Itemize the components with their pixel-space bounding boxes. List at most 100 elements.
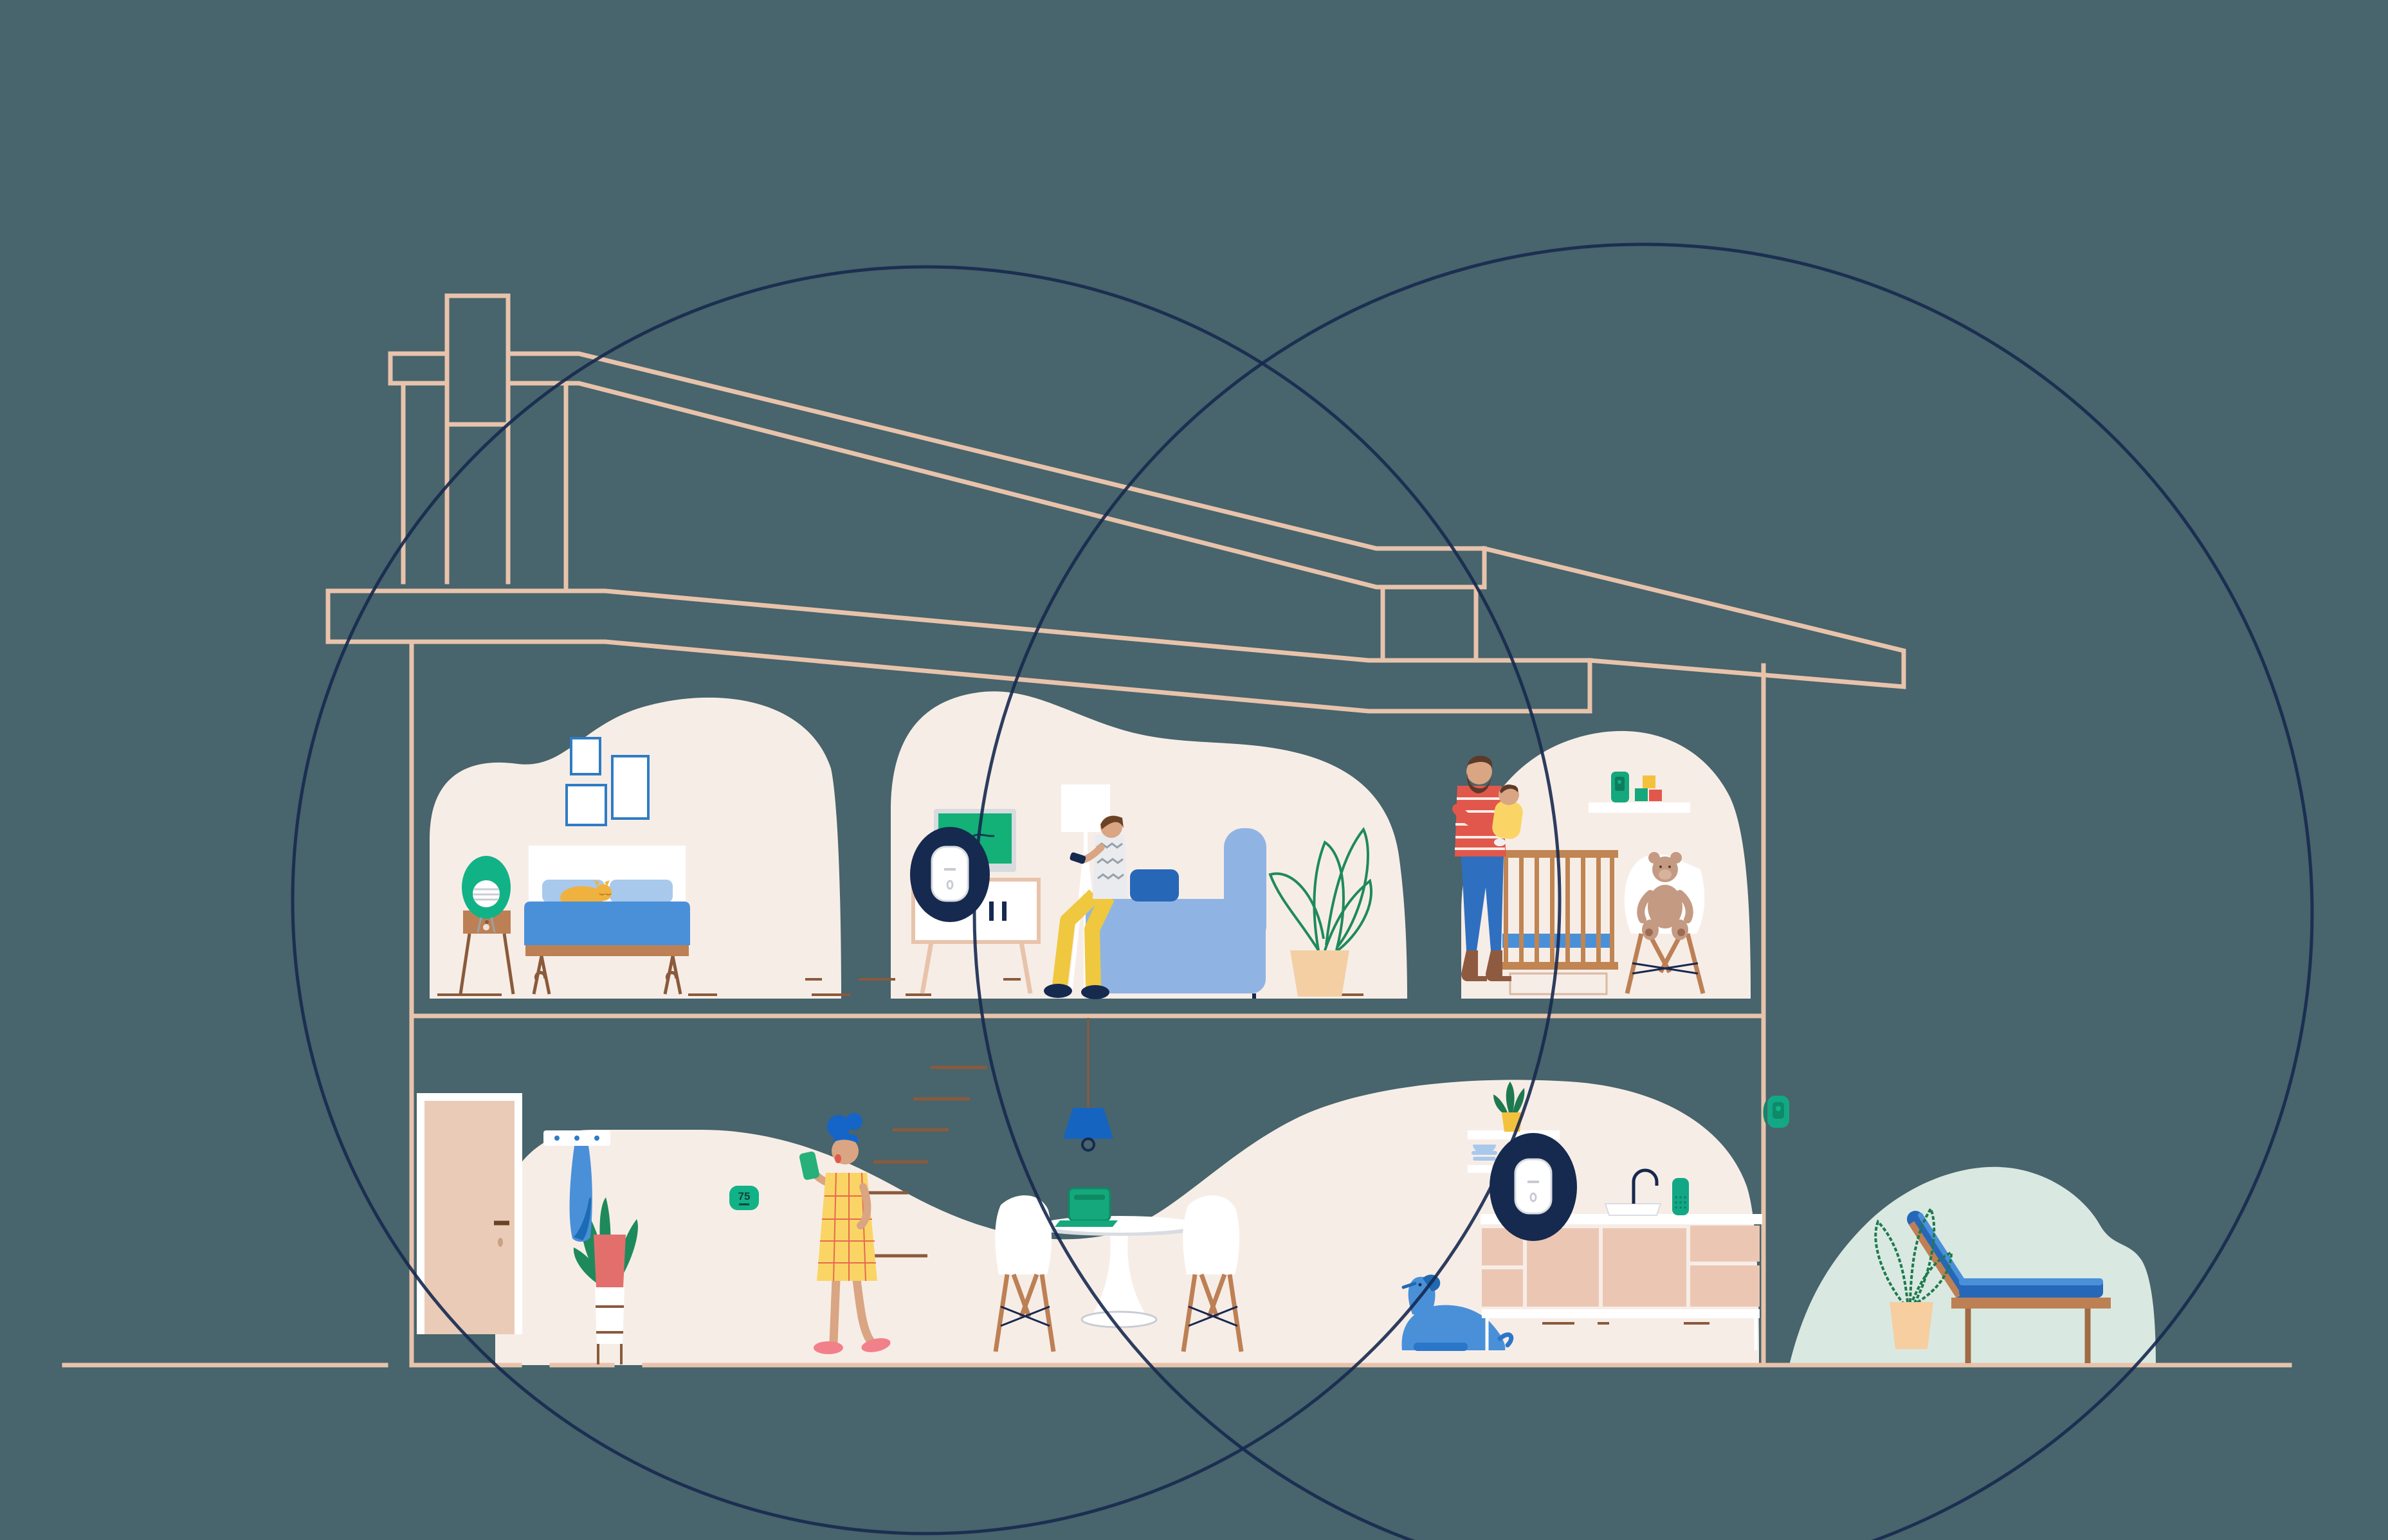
nursery-shelf <box>1589 772 1690 813</box>
picture-frames <box>565 737 650 826</box>
dining-table <box>1043 1187 1195 1328</box>
woman-shoe <box>814 1341 843 1354</box>
toy-block-red <box>1649 790 1662 801</box>
woman-dress <box>817 1173 877 1281</box>
house-structure <box>62 293 2292 1368</box>
patio-plant <box>1874 1206 1953 1349</box>
dining-chair <box>1181 1195 1244 1352</box>
pendant-shade <box>1063 1108 1113 1139</box>
woman-hair-bun <box>827 1115 850 1138</box>
living-room <box>805 784 1372 999</box>
sofa <box>1086 828 1266 999</box>
mesh-router-icon <box>1514 1158 1553 1215</box>
father-jeans <box>1461 855 1504 950</box>
baby-hair <box>1500 784 1518 793</box>
remote-control <box>1070 852 1086 864</box>
cabinet-doors <box>1482 1226 1760 1307</box>
woman-mouth <box>835 1154 841 1163</box>
man-shoe <box>1044 984 1072 998</box>
baby-body <box>1492 801 1523 839</box>
smart-speaker-icon <box>462 856 511 933</box>
lounge-frame <box>1951 1298 2111 1309</box>
picture-frame <box>611 755 650 820</box>
front-door <box>417 1093 522 1334</box>
outdoor-bush-blob <box>1789 1166 2156 1365</box>
man-with-remote <box>1044 815 1128 999</box>
crib <box>1499 850 1618 995</box>
right-roof-slab <box>506 351 1487 593</box>
bed-blanket <box>524 901 690 945</box>
father-head <box>1466 759 1492 784</box>
outdoor-patio <box>1763 1096 2111 1363</box>
picture-frame <box>565 784 607 826</box>
coat-rack <box>543 1130 610 1242</box>
man-shoe <box>1081 985 1109 999</box>
toy-block-green <box>1635 788 1648 801</box>
mesh-router-living <box>910 827 990 922</box>
bed-legs <box>532 956 682 995</box>
shelf-board <box>1589 802 1690 813</box>
dog-tail <box>1497 1332 1514 1348</box>
stair-dashes <box>862 1065 987 1258</box>
dog-muzzle <box>1401 1282 1417 1289</box>
father-boot <box>1486 950 1511 981</box>
toy-block-yellow <box>1643 775 1655 788</box>
coverage-circle-right <box>972 242 2314 1540</box>
father-holding-baby <box>1452 756 1523 981</box>
kitchen-shelf <box>1468 1165 1492 1173</box>
teddy-bear <box>1637 852 1693 940</box>
upper-ceiling-beam <box>325 588 1592 714</box>
woman-hair-bun <box>846 1113 862 1130</box>
chimney-outline <box>444 293 511 584</box>
lounge-chair <box>1907 1211 2111 1363</box>
man-leg <box>1084 893 1115 988</box>
living-plant <box>1268 827 1372 997</box>
lounge-backrest <box>1907 1211 1971 1301</box>
mesh-router-icon <box>931 846 969 902</box>
picture-frame <box>570 737 601 775</box>
towel-fold <box>574 1197 591 1240</box>
woman-arm <box>857 1183 871 1229</box>
man-leg <box>1052 889 1100 986</box>
left-roof-slab <box>388 351 450 584</box>
sink <box>1604 1203 1662 1216</box>
ground-floor: 75 <box>417 1018 1762 1364</box>
mesh-router-kitchen <box>1490 1133 1577 1241</box>
baby-sock <box>1494 838 1506 846</box>
laptop-icon <box>1055 1187 1118 1227</box>
plant-pot-red <box>594 1235 626 1287</box>
crib-drawer <box>1509 972 1608 995</box>
bed-base <box>525 945 689 956</box>
pendant-lamp <box>1063 1018 1113 1152</box>
faucet-icon <box>1632 1168 1659 1204</box>
plant-pot <box>1290 950 1349 997</box>
kitchen <box>1468 1082 1762 1350</box>
nursery <box>1452 756 1706 995</box>
sofa-pillow <box>1130 869 1179 901</box>
man-hair <box>1100 815 1124 829</box>
bowls-stack <box>1472 1145 1497 1161</box>
roof-posts <box>1380 584 1479 663</box>
woman-shoe <box>861 1338 891 1352</box>
coverage-circle-left <box>291 265 1562 1535</box>
cabinet-kick <box>1482 1309 1760 1318</box>
father-hair <box>1466 756 1493 769</box>
patio-pot <box>1890 1302 1933 1349</box>
security-camera-icon <box>1763 1096 1789 1128</box>
bedroom <box>437 737 850 996</box>
father-beard <box>1466 773 1491 793</box>
ground-floor-wall-blob <box>495 1080 1759 1365</box>
woman-leg <box>829 1279 841 1343</box>
woman-leg <box>852 1279 875 1344</box>
bed-pillow <box>610 880 673 903</box>
dining-chair <box>993 1195 1056 1352</box>
thermostat-value: 75 <box>738 1190 751 1202</box>
phone-icon <box>799 1151 819 1180</box>
thermostat: 75 <box>729 1186 759 1210</box>
woman-with-phone <box>799 1113 891 1354</box>
father-boot <box>1461 950 1487 981</box>
dog-front-legs <box>1414 1343 1468 1351</box>
wifi-coverage-circles <box>291 242 2314 1540</box>
smart-speaker-kitchen <box>1672 1178 1689 1215</box>
